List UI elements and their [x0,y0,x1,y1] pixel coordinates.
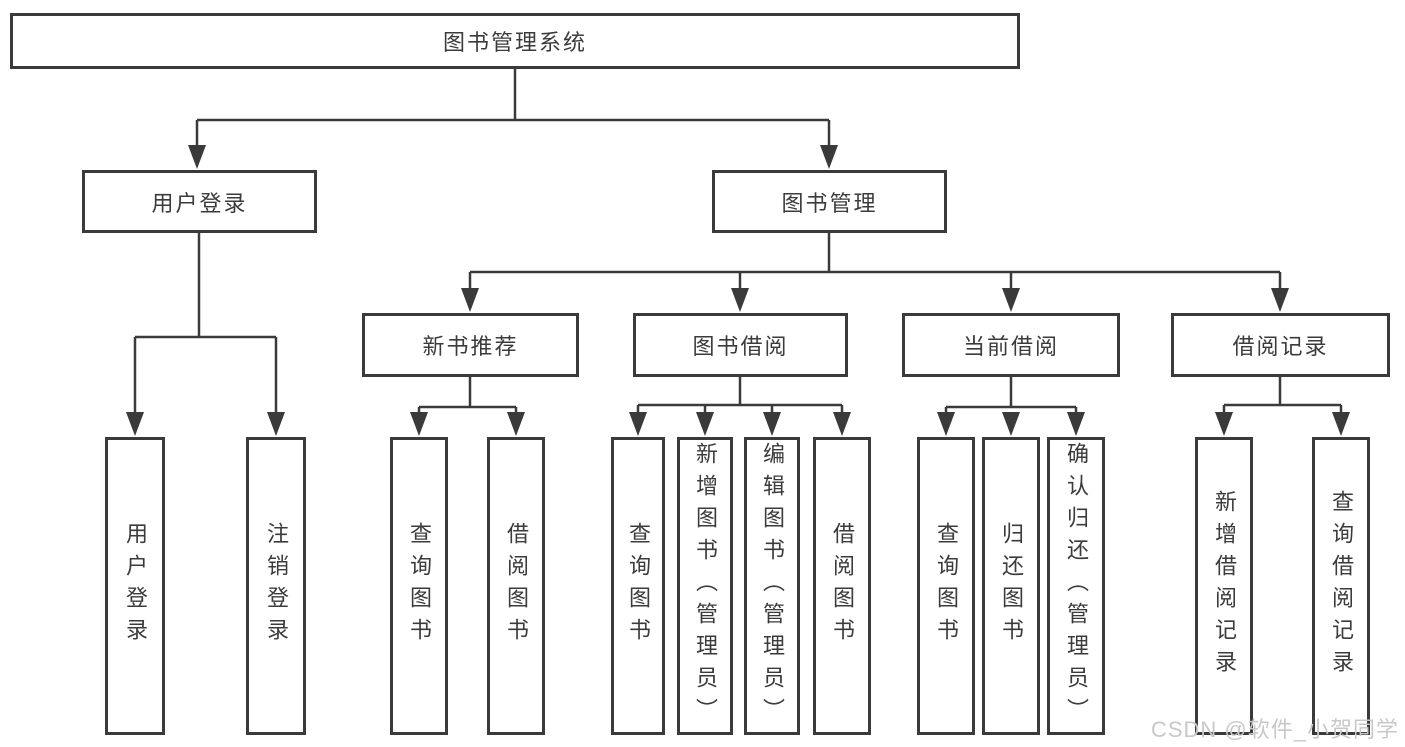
node-leaf-query-books: 查询图书 [917,437,975,735]
node-label: 借阅记录 [1232,334,1329,359]
node-label: 用户登录 [123,522,148,650]
arrow-down-icon [1067,412,1085,436]
node-label: 归还图书 [999,522,1024,650]
node-book-management: 图书管理 [712,170,947,233]
arrow-down-icon [1002,288,1020,312]
arrow-down-icon [1332,412,1350,436]
arrow-down-icon [1215,412,1233,436]
arrow-down-icon [696,412,714,436]
node-leaf-query-books: 查询图书 [390,437,448,735]
node-label: 新增借阅记录 [1212,490,1237,682]
node-borrow-record: 借阅记录 [1171,313,1390,377]
node-current-borrow: 当前借阅 [902,313,1120,377]
node-label: 借阅图书 [830,522,855,650]
arrow-down-icon [267,412,285,436]
node-label: 图书管理 [781,190,878,216]
node-leaf-add-books-admin: 新增图书（管理员） [677,437,733,735]
node-label: 注销登录 [264,522,289,650]
arrow-down-icon [833,412,851,436]
node-label: 新书推荐 [422,334,519,359]
node-library-system: 图书管理系统 [10,13,1020,69]
arrow-down-icon [461,288,479,312]
node-book-borrow: 图书借阅 [633,313,848,377]
arrow-down-icon [1271,288,1289,312]
node-label: 用户登录 [151,190,248,216]
node-leaf-query-borrow-record: 查询借阅记录 [1312,437,1370,735]
arrow-down-icon [1002,412,1020,436]
arrow-down-icon [629,412,647,436]
node-leaf-user-login: 用户登录 [105,437,165,735]
node-label: 当前借阅 [962,334,1059,359]
arrow-down-icon [410,412,428,436]
node-leaf-borrow-books: 借阅图书 [813,437,871,735]
arrow-down-icon [731,288,749,312]
node-leaf-confirm-return-admin: 确认归还（管理员） [1047,437,1105,735]
node-label: 借阅图书 [504,522,529,650]
arrow-down-icon [763,412,781,436]
node-label: 编辑图书（管理员） [760,442,785,730]
node-label: 新增图书（管理员） [693,442,718,730]
node-label: 图书管理系统 [442,30,587,55]
node-leaf-borrow-books: 借阅图书 [487,437,545,735]
node-label: 确认归还（管理员） [1064,442,1089,730]
arrow-down-icon [126,412,144,436]
node-new-book-recommend: 新书推荐 [362,313,579,377]
node-leaf-logout: 注销登录 [246,437,306,735]
node-leaf-query-books: 查询图书 [611,437,665,735]
csdn-watermark: CSDN @软件_小贺同学 [1150,717,1399,742]
node-leaf-edit-books-admin: 编辑图书（管理员） [744,437,800,735]
node-label: 图书借阅 [692,334,789,359]
arrow-down-icon [188,145,206,169]
arrow-down-icon [937,412,955,436]
arrow-down-icon [820,145,838,169]
node-label: 查询图书 [407,522,432,650]
node-user-login: 用户登录 [82,170,317,233]
node-label: 查询借阅记录 [1329,490,1354,682]
node-label: 查询图书 [934,522,959,650]
node-leaf-return-books: 归还图书 [982,437,1040,735]
arrow-down-icon [507,412,525,436]
node-label: 查询图书 [626,522,651,650]
node-leaf-add-borrow-record: 新增借阅记录 [1195,437,1253,735]
